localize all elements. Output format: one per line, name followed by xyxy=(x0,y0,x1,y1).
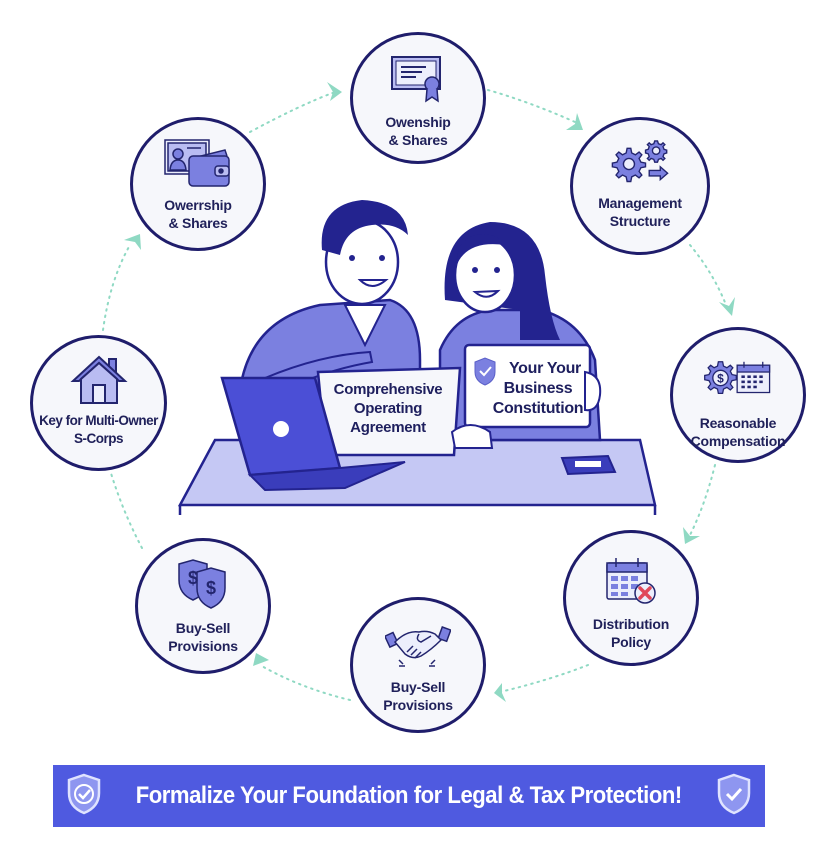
sign-line: Comprehensive xyxy=(333,381,443,398)
arrowhead-icon xyxy=(683,527,700,544)
dollar-shields-icon: $ $ xyxy=(168,557,238,613)
id-card-wallet-icon xyxy=(163,136,233,192)
connector-topright-to-right xyxy=(689,244,729,311)
label-line: & Shares xyxy=(168,215,228,231)
node-reasonable-compensation: $ Reasonable Compensation xyxy=(670,327,806,463)
label-line: Policy xyxy=(610,634,652,650)
node-buy-sell-provisions-handshake: Buy-Sell Provisions xyxy=(350,597,486,733)
label-line: Buy-Sell xyxy=(390,679,446,695)
node-label: Owerrship & Shares xyxy=(164,196,232,232)
label-line: S-Corps xyxy=(73,431,124,446)
node-label: Key for Multi-Owner S-Corps xyxy=(39,412,158,448)
node-label: Owenship & Shares xyxy=(385,113,450,149)
connector-topleft-to-top xyxy=(249,91,336,133)
shield-check-icon xyxy=(716,773,752,820)
gears-arrow-icon xyxy=(605,136,675,192)
connector-left-to-topleft xyxy=(102,244,131,331)
man-hair xyxy=(321,200,408,255)
connector-bottomright-to-bottom xyxy=(499,664,589,693)
node-management-structure: Management Structure xyxy=(570,117,710,255)
label-line: Key for Multi-Owner xyxy=(39,413,158,428)
dollar-gear-calendar-icon: $ xyxy=(703,350,773,406)
arrowhead-icon xyxy=(719,297,735,316)
label-line: Reasonable xyxy=(699,415,777,431)
label-line: Provisions xyxy=(168,638,238,654)
sign-line: Constitution xyxy=(492,400,584,417)
label-line: Distribution xyxy=(592,616,670,632)
arrowhead-icon xyxy=(327,82,342,101)
node-label: Buy-Sell Provisions xyxy=(168,619,238,655)
operating-agreement-text: Comprehensive Operating Agreement xyxy=(326,380,450,437)
arrowhead-icon xyxy=(253,653,269,666)
svg-text:$: $ xyxy=(188,568,198,588)
label-line: Provisions xyxy=(383,697,453,713)
business-constitution-text: Your Your Business Constitution xyxy=(486,359,590,419)
connector-top-to-topright xyxy=(487,89,576,123)
label-line: Compensation xyxy=(690,433,786,449)
arrowhead-icon xyxy=(494,683,506,702)
banner-text: Formalize Your Foundation for Legal & Ta… xyxy=(135,782,683,809)
house-icon xyxy=(64,352,134,408)
connector-bottomleft-to-left xyxy=(109,469,143,549)
call-to-action-banner: Formalize Your Foundation for Legal & Ta… xyxy=(53,765,765,827)
sign-line: Your Your xyxy=(509,360,581,377)
sign-line: Business xyxy=(503,380,573,397)
node-label: Reasonable Compensation xyxy=(691,414,786,450)
node-label: Management Structure xyxy=(598,194,682,230)
node-label: Distribution Policy xyxy=(593,615,669,651)
label-line: Owerrship xyxy=(164,197,232,213)
label-line: Buy-Sell xyxy=(175,620,231,636)
node-ownership-shares-topleft: Owerrship & Shares xyxy=(130,117,266,251)
label-line: Owenship xyxy=(385,114,451,130)
arrowhead-icon xyxy=(124,234,141,250)
node-key-multi-owner: Key for Multi-Owner S-Corps xyxy=(30,335,167,471)
handshake-icon xyxy=(383,618,453,674)
svg-text:$: $ xyxy=(206,578,216,598)
shield-check-icon xyxy=(474,357,496,386)
laptop-base xyxy=(247,461,406,492)
label-line: Management xyxy=(598,195,682,211)
node-label: Buy-Sell Provisions xyxy=(383,678,453,714)
node-ownership-shares-top: Owenship & Shares xyxy=(350,32,486,164)
svg-text:$: $ xyxy=(717,371,724,385)
sign-line: Operating xyxy=(353,400,423,417)
laptop-logo xyxy=(273,421,289,437)
certificate-icon xyxy=(383,51,453,107)
sign-line: Agreement xyxy=(350,419,426,436)
node-distribution-policy: Distribution Policy xyxy=(563,530,699,666)
shield-check-icon xyxy=(66,773,102,820)
node-buy-sell-provisions-shields: $ $ Buy-Sell Provisions xyxy=(135,538,271,674)
label-line: & Shares xyxy=(388,132,448,148)
label-line: Structure xyxy=(609,213,671,229)
calendar-cancel-icon xyxy=(596,553,666,609)
connector-right-to-bottomright xyxy=(689,464,716,536)
arrowhead-icon xyxy=(566,113,583,130)
